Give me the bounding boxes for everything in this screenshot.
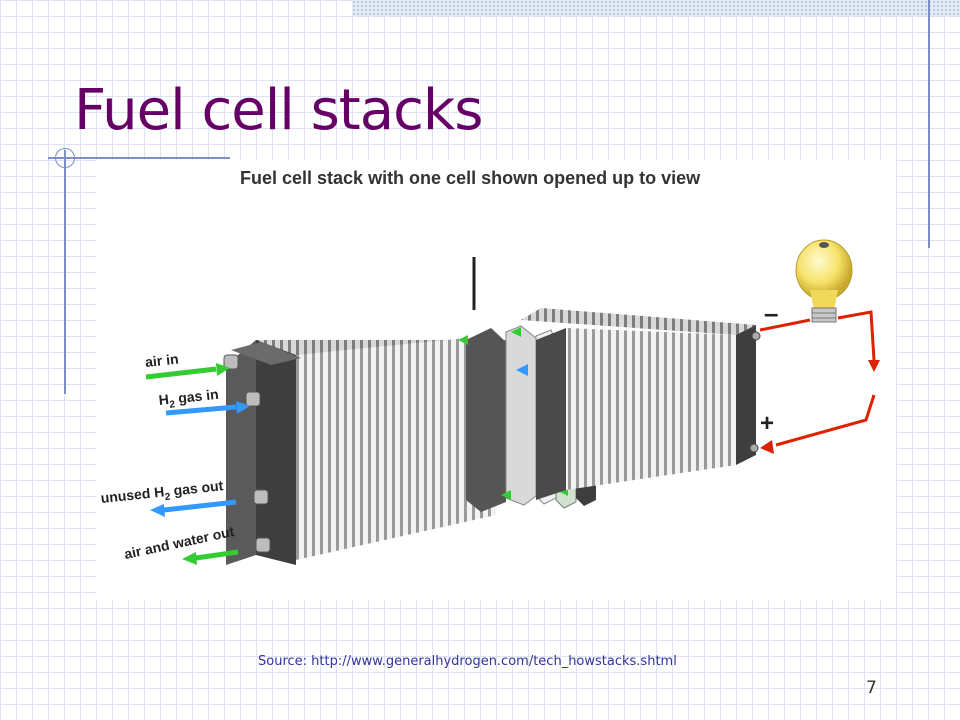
right-stack-fins bbox=[566, 328, 736, 490]
source-url[interactable]: http://www.generalhydrogen.com/tech_hows… bbox=[311, 654, 677, 669]
left-stack-fins bbox=[296, 335, 496, 560]
right-stack bbox=[521, 308, 761, 500]
terminal-minus bbox=[751, 331, 761, 341]
top-decor-band bbox=[352, 0, 960, 16]
title-underline bbox=[48, 157, 230, 159]
stack-illustration bbox=[145, 239, 880, 565]
decor-circle bbox=[55, 148, 75, 168]
arrow-icon bbox=[145, 363, 230, 380]
slide-title: Fuel cell stacks bbox=[74, 78, 483, 143]
plate-1 bbox=[466, 328, 506, 512]
port-h2-out bbox=[253, 489, 269, 505]
source-citation: Source: http://www.generalhydrogen.com/t… bbox=[258, 654, 677, 669]
page-number: 7 bbox=[866, 678, 877, 698]
left-stack bbox=[223, 335, 516, 565]
right-decor-line bbox=[928, 0, 930, 248]
arrow-icon bbox=[182, 549, 239, 565]
port-water-out bbox=[255, 537, 271, 553]
left-stack-endplate bbox=[256, 340, 296, 565]
terminal-plus bbox=[749, 443, 759, 453]
circuit-arrow-down bbox=[868, 360, 880, 372]
arrow-icon bbox=[150, 499, 237, 517]
left-decor-line bbox=[64, 150, 66, 394]
right-stack-top bbox=[521, 308, 756, 335]
fuel-cell-stack-figure bbox=[96, 160, 896, 600]
circuit-arrow-left bbox=[760, 440, 774, 454]
right-stack-front-plate bbox=[536, 328, 566, 500]
plate-membrane-1 bbox=[505, 325, 537, 506]
source-label: Source: bbox=[258, 654, 308, 669]
minus-sign: – bbox=[764, 298, 779, 328]
port-air-in bbox=[223, 354, 239, 370]
right-stack-endplate bbox=[736, 325, 756, 465]
light-bulb-icon bbox=[795, 239, 853, 323]
circuit-wire bbox=[759, 310, 876, 447]
arrow-icon bbox=[165, 401, 250, 416]
plus-sign: + bbox=[760, 410, 775, 437]
figure-caption: Fuel cell stack with one cell shown open… bbox=[240, 168, 701, 188]
port-h2-in bbox=[245, 391, 261, 407]
